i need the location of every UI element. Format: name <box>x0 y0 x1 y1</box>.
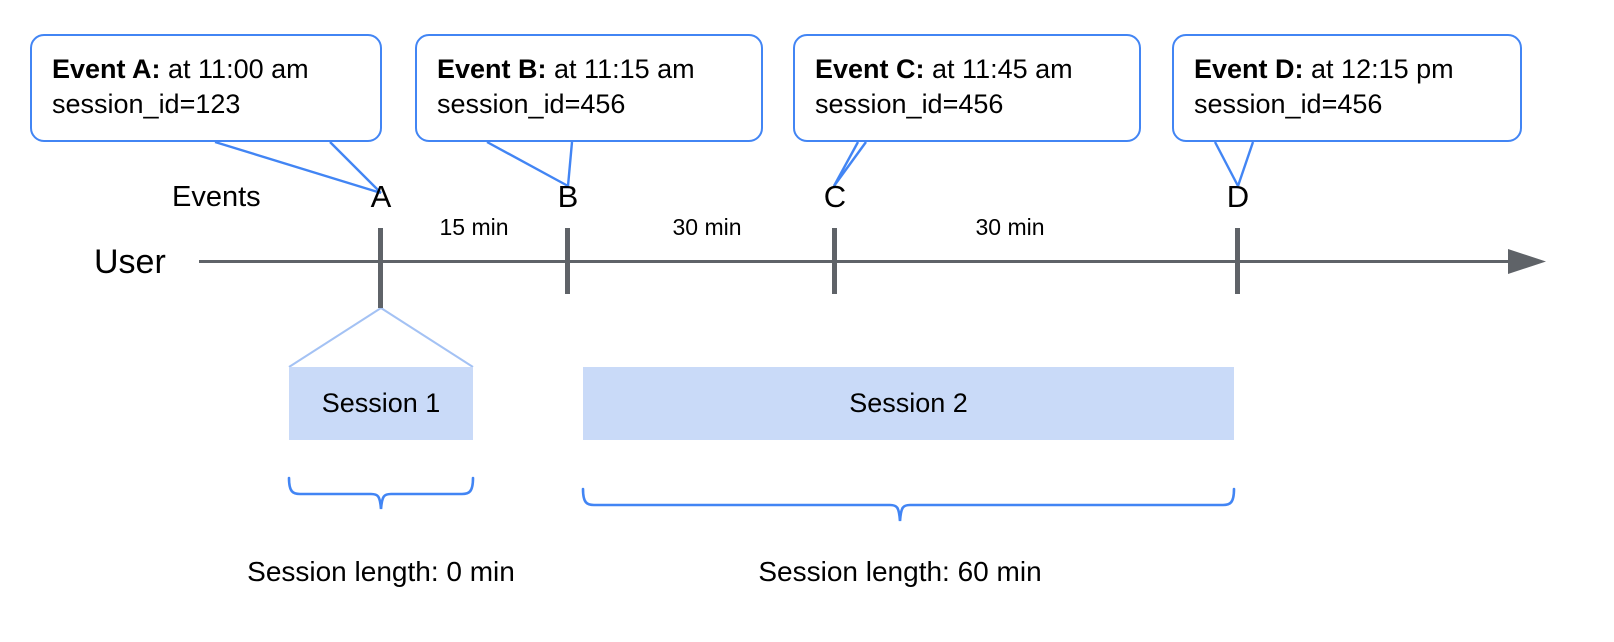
session-2-label: Session 2 <box>849 388 968 418</box>
callout-d-time: at 12:15 pm <box>1303 54 1454 84</box>
callout-b-time: at 11:15 am <box>546 54 695 84</box>
callout-c-session-id: session_id=456 <box>815 89 1004 120</box>
callout-event-c[interactable]: Event C: at 11:45 am session_id=456 <box>793 34 1141 142</box>
event-letter-c: C <box>823 179 847 214</box>
gap-label-c-d: 30 min <box>975 214 1045 240</box>
events-row-label: Events <box>172 181 261 213</box>
callout-event-b[interactable]: Event B: at 11:15 am session_id=456 <box>415 34 763 142</box>
session1-leader <box>288 307 474 368</box>
event-letter-d: D <box>1226 179 1250 214</box>
gap-label-b-c: 30 min <box>672 214 742 240</box>
session2-brace <box>581 487 1236 522</box>
callout-a-time: at 11:00 am <box>160 54 309 84</box>
callout-a-line1: Event A: at 11:00 am <box>52 52 362 87</box>
callout-d-line1: Event D: at 12:15 pm <box>1194 52 1502 87</box>
timeline-axis <box>199 260 1510 263</box>
tick-marker-c <box>832 228 837 294</box>
session-2-length-label: Session length: 60 min <box>758 556 1042 587</box>
callout-b-line1: Event B: at 11:15 am <box>437 52 743 87</box>
session-1-length-label: Session length: 0 min <box>247 556 515 587</box>
event-letter-a: A <box>370 179 392 214</box>
callout-b-session-id: session_id=456 <box>437 89 626 120</box>
tick-marker-b <box>565 228 570 294</box>
callout-c-line1: Event C: at 11:45 am <box>815 52 1121 87</box>
callout-c-time: at 11:45 am <box>924 54 1073 84</box>
session-bar-2[interactable]: Session 2 <box>583 367 1234 440</box>
callout-d-session-id: session_id=456 <box>1194 89 1383 120</box>
session-1-label: Session 1 <box>321 388 441 418</box>
tick-marker-a <box>378 228 383 308</box>
session-bar-1[interactable]: Session 1 <box>289 367 473 440</box>
user-row-label: User <box>94 243 166 281</box>
callout-a-session-id: session_id=123 <box>52 89 241 120</box>
callout-c-title: Event C: <box>815 54 925 84</box>
callout-b-title: Event B: <box>437 54 547 84</box>
timeline-arrowhead <box>1508 249 1546 274</box>
callout-a-title: Event A: <box>52 54 161 84</box>
callout-event-d[interactable]: Event D: at 12:15 pm session_id=456 <box>1172 34 1522 142</box>
gap-label-a-b: 15 min <box>439 214 509 240</box>
session1-brace <box>287 476 475 510</box>
callout-d-title: Event D: <box>1194 54 1304 84</box>
event-letter-b: B <box>557 179 579 214</box>
callout-event-a[interactable]: Event A: at 11:00 am session_id=123 <box>30 34 382 142</box>
tick-marker-d <box>1235 228 1240 294</box>
